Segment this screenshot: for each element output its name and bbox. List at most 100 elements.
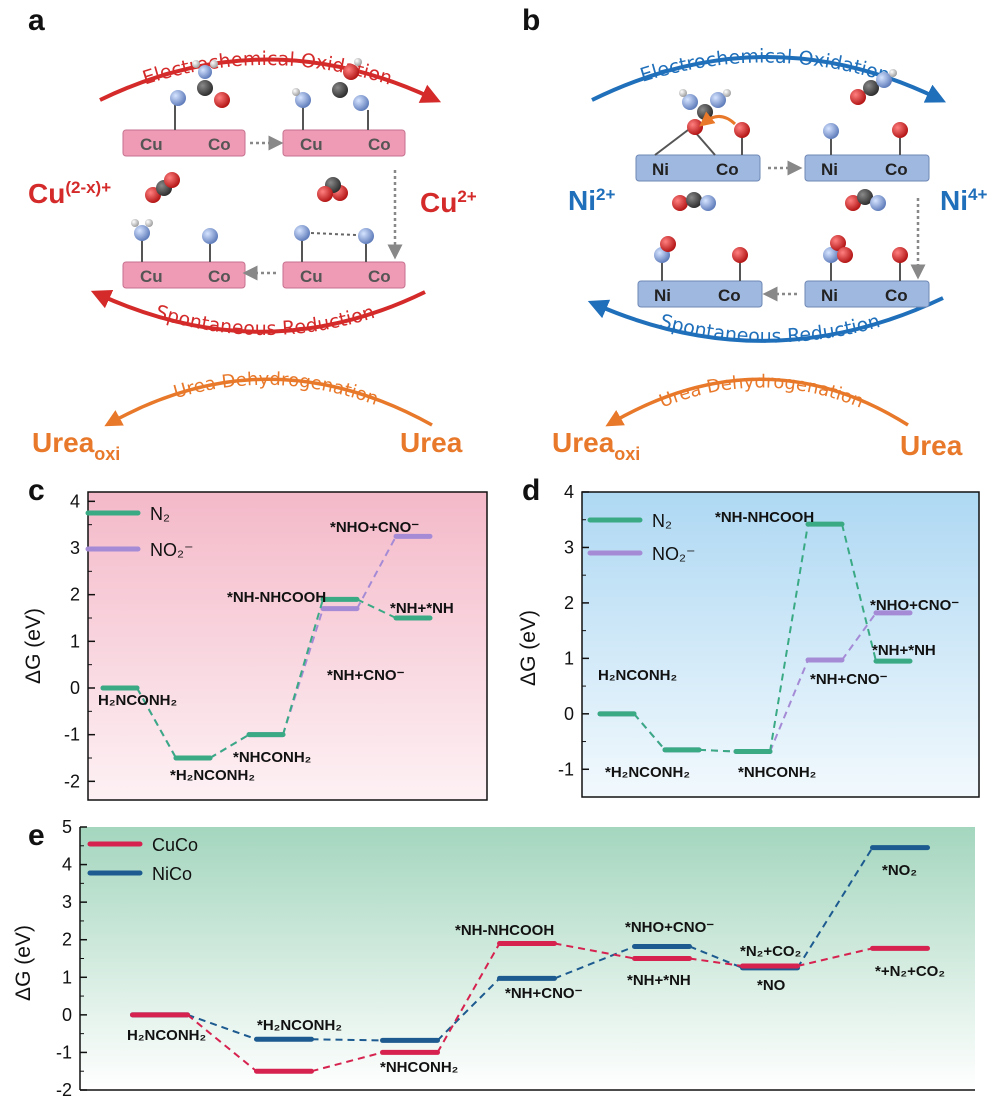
intermediate-label: *NH+CNO⁻ [810, 671, 888, 688]
panel-label-a: a [28, 4, 45, 37]
urea-molecule-icon [170, 60, 230, 130]
metal-label: Co [208, 267, 231, 286]
catalyst-slab-cu-co: Cu Co [282, 261, 406, 289]
intermediate-label: *H₂NCONH₂ [257, 1017, 342, 1034]
urea-oxi-label: Ureaoxi [552, 427, 640, 464]
intermediate-label: *NHO+CNO⁻ [870, 597, 959, 614]
adsorbed-intermediate-icon [654, 236, 748, 281]
adsorbed-intermediate-icon [823, 69, 908, 155]
connector-line [633, 713, 666, 751]
intermediate-label: *NH+*NH [390, 600, 454, 617]
cu-oxidized-ion-label: Cu2+ [420, 187, 477, 218]
connector-line [356, 535, 397, 610]
panel-b-diagram: Electrochemical Oxidation Spontaneous Re… [552, 45, 987, 464]
urea-arc-label: Urea Dehydrogenation [656, 371, 866, 412]
metal-label: Ni [821, 160, 838, 179]
intermediate-label: *NH+CNO⁻ [505, 985, 583, 1002]
intermediate-label: *H₂NCONH₂ [605, 764, 690, 781]
catalyst-slab-ni-co: Ni Co [804, 280, 930, 308]
metal-label: Co [716, 160, 739, 179]
catalyst-slab-cu-co: Cu Co [282, 129, 406, 157]
legend-label: NiCo [152, 864, 192, 884]
connector-line [689, 957, 743, 968]
y-tick-label: 0 [564, 704, 574, 724]
connector-line [186, 1014, 258, 1072]
y-tick-label: 2 [70, 585, 80, 605]
metal-label: Cu [140, 267, 163, 286]
urea-molecule-icon [654, 89, 750, 156]
metal-label: Co [718, 286, 741, 305]
intermediate-label: *NH+*NH [627, 972, 691, 989]
oxidation-arc-label: Electrochemical Oxidation [638, 45, 893, 86]
ni-reduced-ion-label: Ni2+ [568, 185, 615, 216]
intermediate-label: *NH-NHCOOH [227, 589, 326, 606]
metal-label: Co [368, 135, 391, 154]
adsorbed-intermediate-icon [131, 219, 218, 262]
metal-label: Cu [300, 135, 323, 154]
legend-label: NO₂⁻ [150, 540, 194, 560]
catalyst-slab-cu-co: Cu Co [122, 129, 246, 157]
y-tick-label: 4 [62, 855, 72, 875]
metal-label: Co [885, 286, 908, 305]
panel-label-c: c [28, 474, 45, 507]
connector-line [436, 942, 501, 1053]
plot-background [80, 827, 975, 1090]
intermediate-label: H₂NCONH₂ [127, 1027, 206, 1044]
urea-label: Urea [400, 427, 463, 458]
y-axis-label: ΔG (eV) [22, 608, 45, 684]
y-tick-label: -2 [56, 1080, 72, 1100]
intermediate-label: *NHO+CNO⁻ [330, 519, 419, 536]
y-tick-label: 4 [70, 491, 80, 511]
connector-line [356, 598, 397, 619]
reduction-arc-arrow [587, 296, 944, 343]
urea-arc-arrow [104, 377, 433, 427]
connector-line [797, 947, 873, 967]
co2-molecule-icon [145, 172, 180, 203]
intermediate-label: *NO₂ [882, 862, 917, 879]
y-tick-label: 0 [70, 678, 80, 698]
cu-reduced-ion-label: Cu(2-x)+ [28, 178, 111, 209]
reduction-arc-label: Spontaneous Reduction [153, 301, 377, 340]
intermediate-label: *+N₂+CO₂ [875, 963, 945, 980]
metal-label: Ni [821, 286, 838, 305]
adsorbed-intermediate-icon [292, 58, 369, 130]
connector-line [554, 942, 635, 960]
y-tick-label: 5 [62, 817, 72, 837]
catalyst-slab-ni-co: Ni Co [804, 154, 930, 182]
metal-label: Co [208, 135, 231, 154]
adsorbed-intermediate-icon [294, 225, 374, 262]
panel-label-e: e [28, 819, 45, 852]
metal-label: Cu [140, 135, 163, 154]
metal-label: Co [885, 160, 908, 179]
metal-label: Cu [300, 267, 323, 286]
connector-line [311, 1051, 383, 1073]
y-tick-label: 1 [70, 631, 80, 651]
catalyst-slab-ni-co: Ni Co [635, 154, 761, 182]
urea-oxi-label: Ureaoxi [32, 427, 120, 464]
y-tick-label: 3 [62, 892, 72, 912]
intermediate-label: *NH-NHCOOH [715, 509, 814, 526]
legend-label: NO₂⁻ [652, 544, 696, 564]
y-tick-label: 2 [62, 930, 72, 950]
intermediate-label: H₂NCONH₂ [598, 667, 677, 684]
connector-line [698, 748, 737, 753]
panel-a-diagram: Electrochemical Oxidation Spontaneous Re… [28, 48, 477, 464]
urea-label: Urea [900, 430, 963, 461]
connector-line [436, 977, 501, 1042]
y-tick-label: -2 [64, 771, 80, 791]
intermediate-label: *NO [757, 977, 786, 994]
intermediate-label: *NH+*NH [872, 642, 936, 659]
intermediate-label: H₂NCONH₂ [98, 692, 177, 709]
intermediate-label: *NHCONH₂ [233, 749, 311, 766]
y-axis-label: ΔG (eV) [517, 610, 540, 686]
connector-line [769, 523, 809, 752]
y-tick-label: 1 [62, 967, 72, 987]
y-axis-label: ΔG (eV) [12, 925, 35, 1001]
plot-background [88, 492, 487, 800]
y-tick-label: 0 [62, 1005, 72, 1025]
connector-line [841, 612, 877, 661]
y-tick-label: 3 [70, 538, 80, 558]
